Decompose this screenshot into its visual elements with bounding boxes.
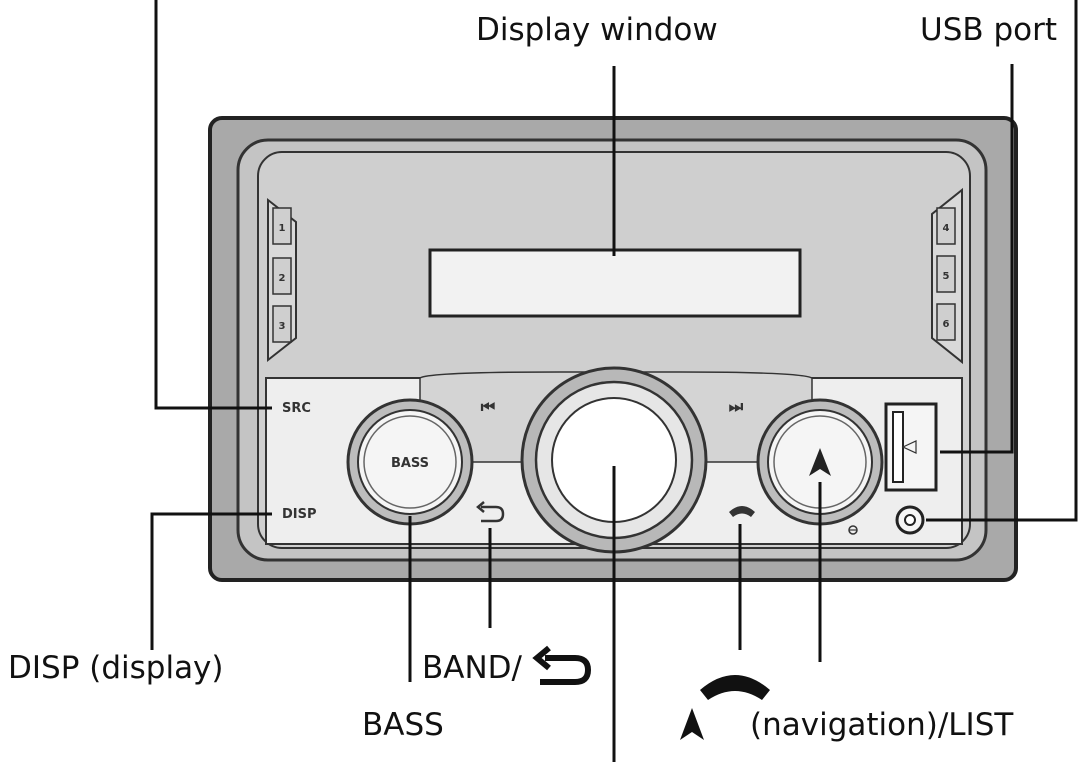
preset-button-3[interactable] [272,305,292,343]
preset-button-6[interactable] [936,303,956,341]
navigation-knob[interactable] [756,398,884,526]
preset-buttons-right: 4 5 6 [931,187,963,365]
callout-back-arrow-icon [532,645,592,685]
preset-label-2: 2 [279,273,286,284]
preset-button-1[interactable] [272,207,292,245]
preset-button-5[interactable] [936,255,956,293]
callout-band: BAND/ [422,650,522,686]
volume-knob[interactable] [520,366,708,554]
preset-buttons-left: 1 2 3 [267,197,297,363]
navigation-arrow-icon [809,448,831,476]
bass-knob-label: BASS [391,456,429,471]
preset-label-3: 3 [279,321,286,332]
callout-usb-port: USB port [920,12,1058,48]
back-arrow-icon[interactable] [476,501,505,523]
aux-jack-icon[interactable] [895,505,925,535]
leader-src [154,0,272,410]
disp-label: DISP [282,507,317,522]
leader-lines [150,0,1078,762]
preset-label-5: 5 [943,271,950,282]
preset-label-4: 4 [943,223,950,234]
callout-navigation: (navigation)/LIST [750,707,1014,743]
callout-disp: DISP (display) [8,650,224,686]
callout-navigation-arrow-icon [680,708,704,740]
preset-button-4[interactable] [936,207,956,245]
phone-icon[interactable] [729,506,755,517]
leader-aux [926,0,1078,522]
preset-label-1: 1 [279,223,286,234]
src-label: SRC [282,401,311,416]
usb-icon [901,440,917,454]
usb-port[interactable] [884,402,938,492]
preset-button-2[interactable] [272,257,292,295]
leader-usb-port [940,64,1014,454]
prev-track-icon[interactable]: ⏮ [481,397,495,416]
preset-label-6: 6 [943,319,950,330]
display-window [428,248,802,318]
mic-icon [848,525,858,535]
callout-phone-icon [700,675,770,700]
callout-display-window: Display window [476,12,718,48]
bass-knob[interactable]: BASS [346,398,474,526]
leader-disp [150,512,272,650]
callout-bass: BASS [362,707,444,743]
next-track-icon[interactable]: ⏭ [729,397,744,416]
